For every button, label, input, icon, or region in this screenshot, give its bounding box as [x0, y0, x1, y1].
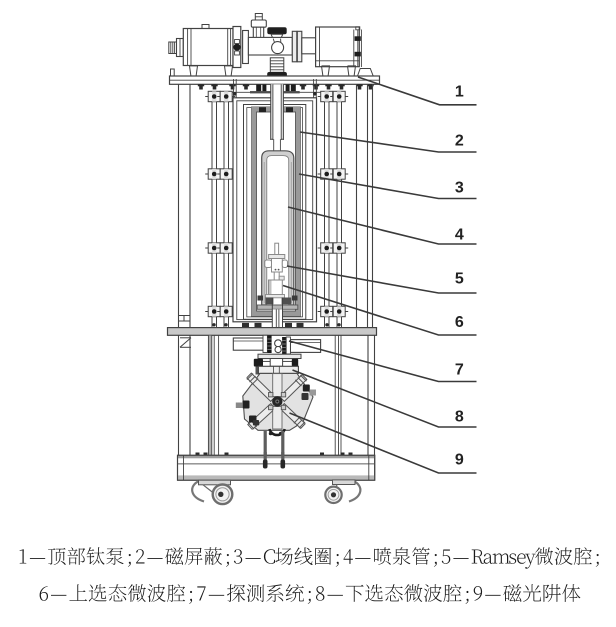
svg-text:3: 3 [455, 180, 464, 197]
svg-text:6: 6 [455, 314, 464, 331]
svg-text:4: 4 [455, 227, 464, 244]
svg-text:2: 2 [455, 133, 464, 150]
svg-text:5: 5 [455, 271, 464, 288]
svg-text:1: 1 [455, 84, 464, 101]
svg-text:7: 7 [455, 362, 464, 379]
svg-text:8: 8 [455, 409, 464, 426]
svg-text:9: 9 [455, 452, 464, 469]
